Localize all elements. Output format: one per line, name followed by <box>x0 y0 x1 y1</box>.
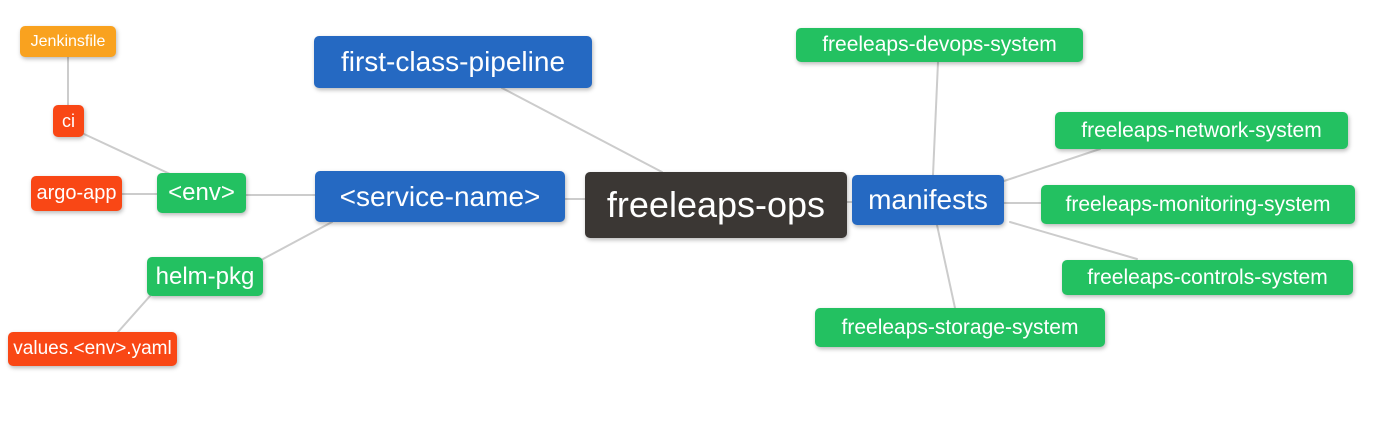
node-freeleaps-ops[interactable]: freeleaps-ops <box>585 172 847 238</box>
node-ci[interactable]: ci <box>53 105 84 137</box>
node-freeleaps-devops-system[interactable]: freeleaps-devops-system <box>796 28 1083 62</box>
node-label: freeleaps-network-system <box>1081 118 1322 142</box>
edge-first-class-pipeline--freeleaps-ops <box>501 87 663 173</box>
node-label: freeleaps-ops <box>606 184 826 225</box>
node-label: ci <box>62 110 75 131</box>
node-freeleaps-network-system[interactable]: freeleaps-network-system <box>1055 112 1348 149</box>
node-label: manifests <box>868 184 988 215</box>
node-label: <service-name> <box>339 180 541 212</box>
node-label: first-class-pipeline <box>340 46 566 77</box>
node-label: argo-app <box>36 182 117 204</box>
node-label: helm-pkg <box>155 262 255 290</box>
node-label: values.<env>.yaml <box>13 338 172 359</box>
node-env[interactable]: <env> <box>157 173 246 213</box>
node-label: <env> <box>168 179 235 206</box>
edge-manifests--freeleaps-storage-system <box>936 224 956 309</box>
node-service-name[interactable]: <service-name> <box>315 171 565 222</box>
edge-manifests--freeleaps-controls-system <box>1009 221 1138 260</box>
edge-freeleaps-devops-system--manifests <box>932 61 939 176</box>
node-label: Jenkinsfile <box>30 32 106 50</box>
node-label: freeleaps-monitoring-system <box>1065 192 1331 216</box>
edge-helm-pkg--values-env-yaml <box>117 295 151 333</box>
node-helm-pkg[interactable]: helm-pkg <box>147 257 263 296</box>
node-manifests[interactable]: manifests <box>852 175 1004 225</box>
node-jenkinsfile[interactable]: Jenkinsfile <box>20 26 116 57</box>
node-values-env-yaml[interactable]: values.<env>.yaml <box>8 332 177 366</box>
node-first-class-pipeline[interactable]: first-class-pipeline <box>314 36 592 88</box>
node-label: freeleaps-storage-system <box>841 315 1079 339</box>
edge-ci--env <box>83 133 171 175</box>
node-label: freeleaps-controls-system <box>1087 265 1328 289</box>
node-label: freeleaps-devops-system <box>822 33 1057 56</box>
edge-service-name--helm-pkg <box>262 221 333 260</box>
edge-manifests--freeleaps-network-system <box>1003 148 1101 182</box>
node-freeleaps-controls-system[interactable]: freeleaps-controls-system <box>1062 260 1353 295</box>
node-freeleaps-storage-system[interactable]: freeleaps-storage-system <box>815 308 1105 347</box>
node-freeleaps-monitoring-system[interactable]: freeleaps-monitoring-system <box>1041 185 1355 224</box>
node-argo-app[interactable]: argo-app <box>31 176 122 211</box>
